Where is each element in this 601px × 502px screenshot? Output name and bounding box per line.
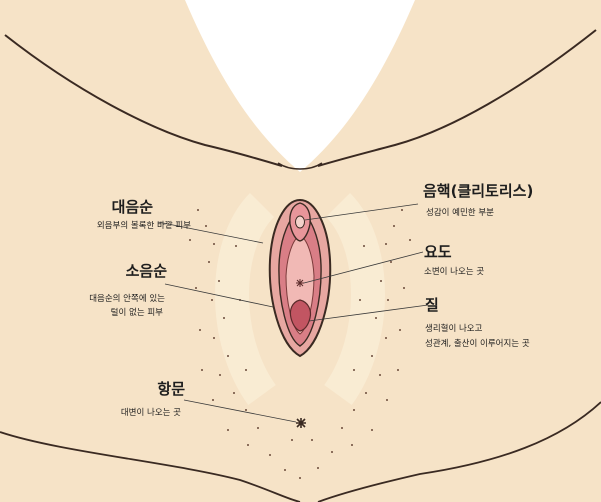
anus: [296, 418, 306, 428]
label-anus-title: 항문: [157, 378, 185, 399]
label-labia-minora-desc-1: 대음순의 안쪽에 있는: [89, 292, 165, 306]
clitoris-glans: [296, 216, 305, 228]
label-labia-majora-desc: 외음부의 볼록한 바깥 피부: [97, 219, 191, 233]
label-vagina-desc-2: 성관계, 출산이 이루어지는 곳: [425, 337, 530, 351]
label-clitoris-desc: 성감이 예민한 부분: [426, 206, 494, 220]
label-urethra-title: 요도: [424, 241, 452, 262]
label-anus-desc: 대변이 나오는 곳: [121, 406, 181, 420]
label-urethra-desc: 소변이 나오는 곳: [424, 265, 484, 279]
label-labia-minora-desc-2: 털이 없는 피부: [111, 306, 163, 320]
label-clitoris-title: 음핵(클리토리스): [423, 180, 533, 201]
label-vagina-desc-1: 생리혈이 나오고: [425, 322, 482, 336]
urethral-opening: [296, 279, 304, 287]
label-labia-minora-title: 소음순: [126, 260, 167, 281]
label-vagina-title: 질: [425, 294, 439, 315]
label-labia-majora-title: 대음순: [112, 196, 153, 217]
